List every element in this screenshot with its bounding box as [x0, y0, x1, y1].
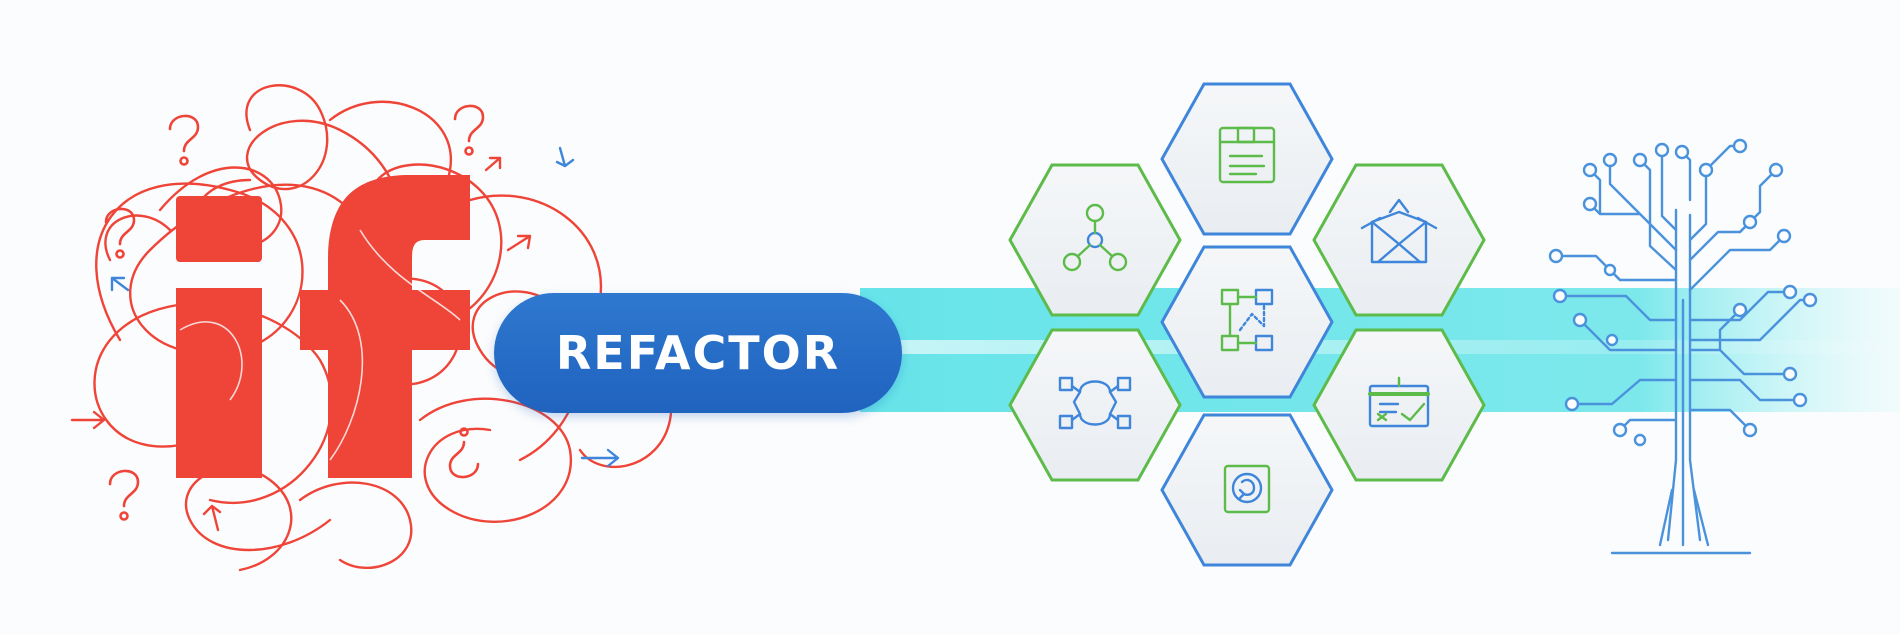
hex-node-graph [1008, 163, 1182, 317]
if-keyword [176, 175, 470, 478]
flowchart-icon [1220, 288, 1274, 352]
circuit-nodes [1548, 138, 1818, 447]
arrow-icon [70, 146, 620, 532]
hex-refresh [1160, 413, 1334, 567]
module-hexagons [1008, 82, 1486, 567]
question-mark-icon [104, 104, 485, 521]
refresh-badge-icon [1223, 464, 1271, 514]
hex-package [1312, 163, 1486, 317]
checklist-icon [1368, 376, 1430, 428]
network-icon [1058, 376, 1132, 430]
refactor-label: REFACTOR [555, 326, 841, 380]
hex-checklist [1312, 328, 1486, 482]
document-icon [1218, 126, 1276, 184]
package-icon [1360, 198, 1438, 264]
tangled-lines-front [179, 229, 461, 461]
node-graph-icon [1062, 203, 1128, 272]
hex-document [1160, 82, 1334, 236]
hex-network [1008, 328, 1182, 482]
refactor-badge: REFACTOR [494, 293, 902, 413]
hex-flowchart [1160, 245, 1334, 399]
